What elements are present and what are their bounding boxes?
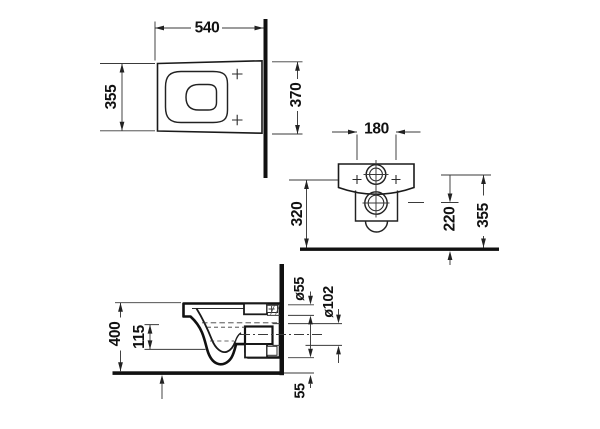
arrowhead [118,302,123,312]
dim-o55-label: ø55 [292,277,308,301]
arrowhead [308,348,313,358]
arrowhead [308,295,313,305]
pipe-extension-lines [288,304,342,359]
dim-355-rear: 355 [441,174,492,248]
dim-355-top-label: 355 [103,84,120,109]
inlet-crosshair [363,160,389,191]
arrowhead [295,61,300,71]
dim-540: 540 [154,20,264,61]
arrowhead [308,315,313,325]
dim-400: 400 [107,302,181,372]
arrowhead [308,374,313,384]
dim-115: 115 [131,324,206,350]
arrowhead [159,374,165,384]
extension-lines [144,324,206,350]
seat-ring [164,70,229,124]
arrowhead [481,238,486,248]
arrowhead [447,251,453,260]
arrowhead [295,125,300,134]
arrowhead [481,175,486,184]
dim-o102-label: ø102 [321,286,337,318]
arrowhead [447,193,453,203]
arrowhead [119,63,125,73]
outlet-crosshair [362,189,390,218]
arrowhead [155,25,164,31]
arrowhead [336,345,341,355]
inlet-hatch [270,305,280,315]
mounting-hole-cross-marks [352,175,401,184]
floor-level-indicator [159,374,165,399]
arrowhead [254,25,264,31]
mounting-hole-cross-marks [232,68,243,126]
arrowhead [304,180,309,189]
dim-55-label: 55 [293,383,309,399]
side-view: 400 115 ø55 ø102 55 [107,264,342,399]
top-view: 540 355 370 [100,19,305,178]
arrowhead [396,129,405,135]
dim-320-label: 320 [289,202,306,227]
arrowhead [119,121,125,131]
arrowhead [147,340,153,350]
flush-inlet-block [243,302,268,316]
wall-line [263,19,268,178]
lower-connector [266,345,278,356]
dim-outlet-diameter: ø102 [321,286,341,363]
bowl-inner-wall [195,308,237,353]
dim-180: 180 [332,121,421,160]
arrowhead [304,238,309,248]
dim-inlet-diameter: ø55 [292,277,313,349]
wall-line [279,264,284,376]
toilet-rear-lower-body [354,190,399,222]
dim-370-label: 370 [288,83,305,108]
floor-line [300,247,499,251]
dim-220-label: 220 [442,207,459,232]
trap-weir-line [234,332,242,342]
dim-370: 370 [272,61,305,135]
arrowhead [118,362,123,372]
rear-view: 180 320 220 355 [289,121,499,265]
bowl-opening [185,83,218,111]
outlet-pipe-lines [272,323,280,346]
arrowhead [336,314,341,324]
floor-line [112,371,284,375]
dim-320: 320 [289,179,338,248]
dim-540-label: 540 [195,20,220,37]
dim-220: 220 [408,175,459,265]
bolt-cross [268,306,275,312]
toilet-plan-outline [156,59,263,135]
dim-180-label: 180 [364,121,389,138]
trap-arc [364,220,389,233]
arrowhead [147,324,153,334]
lower-mounting-block [244,343,268,359]
dim-355-top: 355 [100,63,155,132]
dim-400-label: 400 [107,322,124,347]
extension-lines [356,134,397,160]
dim-115-label: 115 [131,324,148,349]
arrowhead [348,129,357,135]
outlet-socket-block [243,325,274,346]
inlet-pipe-lines [267,304,280,316]
dim-55: 55 [293,348,313,399]
extension-lines [100,63,155,132]
dim-355-rear-label: 355 [475,202,492,227]
